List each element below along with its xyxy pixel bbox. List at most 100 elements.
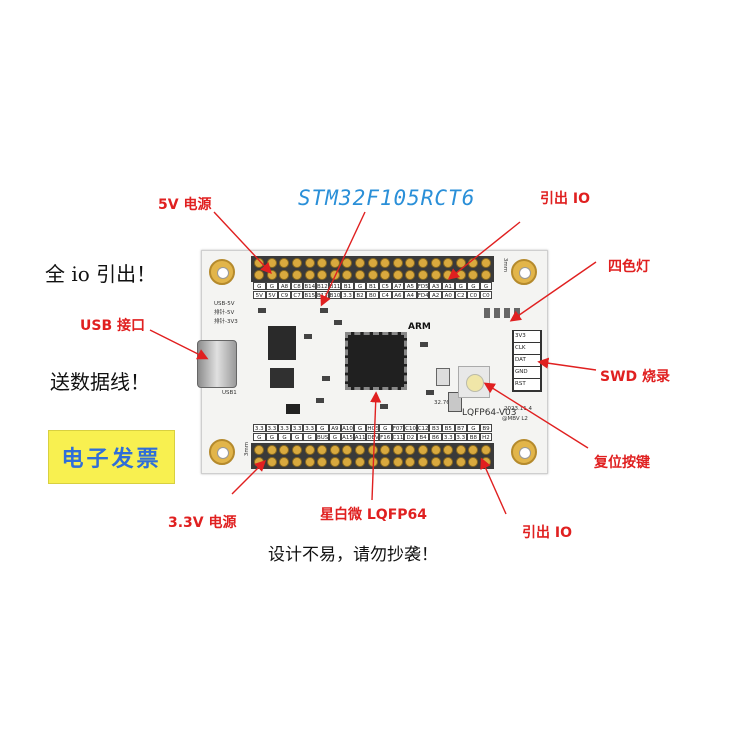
header-pin: [266, 457, 277, 467]
header-pin: [443, 457, 454, 467]
pin-label: G: [278, 433, 291, 441]
passive-8: [426, 390, 434, 395]
header-pin: [468, 445, 479, 455]
pin-label: B8: [467, 433, 480, 441]
label-3v3-power: 3.3V 电源: [168, 515, 237, 531]
pin-label: B3: [429, 424, 442, 432]
header-pin: [329, 445, 340, 455]
pin-label: C0: [479, 291, 493, 299]
mount-hole-bl: [209, 439, 235, 465]
header-pin: [317, 457, 328, 467]
header-pin: [405, 270, 416, 280]
header-pin: [279, 457, 290, 467]
led-1: [484, 308, 490, 318]
inductor: [270, 368, 294, 388]
header-pin: [405, 445, 416, 455]
chip-title: STM32F105RCT6: [298, 186, 476, 210]
header-pin: [392, 270, 403, 280]
header-pin: [292, 258, 303, 268]
pin-label: A8: [278, 282, 291, 290]
invoice-badge: 电子发票: [48, 430, 175, 484]
pin-label: A5: [404, 282, 417, 290]
header-pin: [304, 445, 315, 455]
passive-9: [380, 404, 388, 409]
arrow-io-top: [447, 221, 521, 280]
pin-label: B14: [303, 282, 316, 290]
header-pin: [480, 445, 491, 455]
header-pin: [355, 445, 366, 455]
pin-label: G: [454, 282, 468, 290]
pin-label: C11: [391, 433, 405, 441]
pin-label: C12: [416, 424, 430, 432]
pin-label: 3.3: [454, 433, 468, 441]
header-pin: [342, 258, 353, 268]
arrow-title: [320, 211, 366, 307]
arrow-io-bottom: [480, 457, 507, 515]
pin-label: FD5: [416, 282, 430, 290]
pin-label: G: [265, 282, 279, 290]
transistor: [286, 404, 300, 414]
pin-label: B5: [441, 424, 455, 432]
header-pin: [317, 258, 328, 268]
swd-pin-label: 3V3: [514, 331, 540, 342]
pin-label: C0: [467, 291, 480, 299]
arrow-5v: [213, 211, 272, 275]
header-pin: [430, 445, 441, 455]
pin-label: A11: [353, 433, 367, 441]
header-pin: [380, 457, 391, 467]
header-pin: [468, 270, 479, 280]
board-model: LQFP64-V03: [462, 408, 517, 418]
pin-label: HOS: [366, 424, 379, 432]
header-pin: [480, 258, 491, 268]
header-pin: [418, 457, 429, 467]
label-io-bottom: 引出 IO: [522, 525, 572, 541]
pin-label: B9: [479, 424, 493, 432]
pin-label: G: [353, 282, 367, 290]
pin-label: B7: [454, 424, 468, 432]
header-pin: [455, 258, 466, 268]
pin-label: A4: [404, 291, 417, 299]
header-pin: [392, 457, 403, 467]
header-pin: [317, 270, 328, 280]
header-pin: [304, 270, 315, 280]
header-pin: [418, 445, 429, 455]
note-cable: 送数据线！: [50, 370, 150, 394]
pin-label: BUS: [315, 433, 329, 441]
board-author: @MBV L2: [502, 416, 528, 422]
pin-label: G: [353, 424, 367, 432]
passive-4: [334, 320, 342, 325]
note-copyright: 设计不易，请勿抄袭！: [268, 545, 438, 565]
header-pin: [392, 445, 403, 455]
header-pin: [342, 445, 353, 455]
arrow-led: [509, 261, 597, 322]
pin-label: G: [265, 433, 279, 441]
invoice-badge-text: 电子发票: [61, 446, 162, 472]
header-pin: [430, 270, 441, 280]
header-pin: [292, 445, 303, 455]
header-pin: [380, 270, 391, 280]
pin-label: A9: [328, 424, 342, 432]
header-pin: [304, 258, 315, 268]
header-pin: [405, 457, 416, 467]
mount-hole-br: [511, 439, 537, 465]
swd-pin-label: CLK: [514, 343, 540, 354]
pin-label: A2: [429, 291, 442, 299]
pin-label: C7: [290, 291, 304, 299]
pin-label: B12: [315, 282, 329, 290]
pin-label: DEV: [366, 433, 379, 441]
header-pin: [367, 270, 378, 280]
pin-label: B0: [366, 291, 379, 299]
led-2: [494, 308, 500, 318]
header-pin: [342, 270, 353, 280]
header-pin: [304, 457, 315, 467]
pin-label: C8: [290, 282, 304, 290]
pin-label: G: [303, 433, 316, 441]
pin-label: G: [479, 282, 493, 290]
pin-label: C4: [378, 291, 392, 299]
header-pin: [367, 445, 378, 455]
pin-label: 3.3: [290, 424, 304, 432]
pin-label: 3.3: [253, 424, 266, 432]
